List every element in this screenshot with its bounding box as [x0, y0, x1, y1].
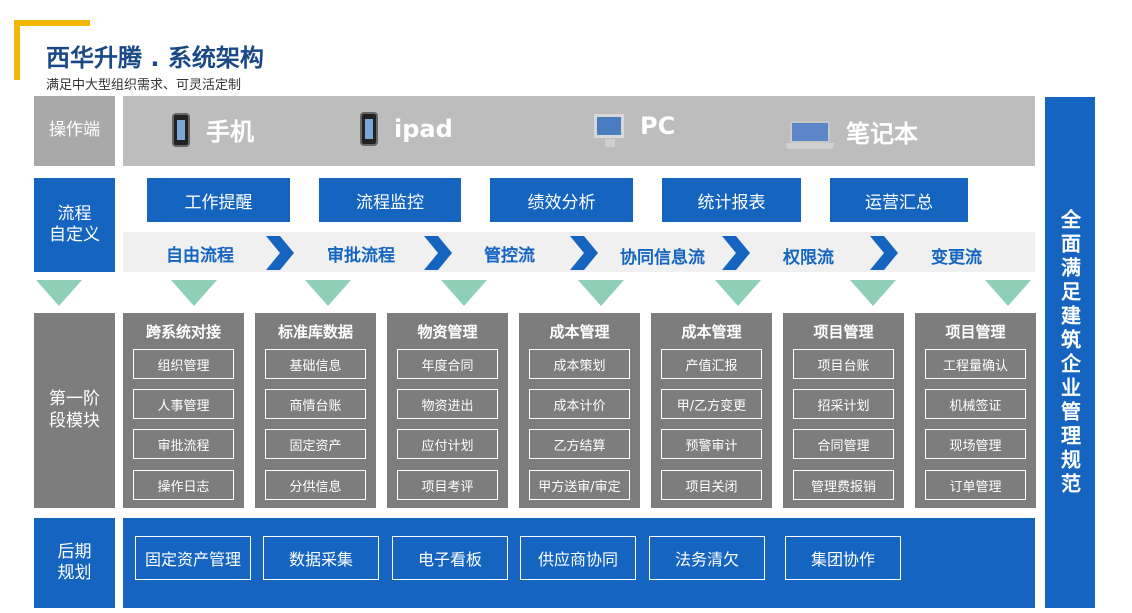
module-item: 工程量确认: [925, 349, 1026, 379]
page-title: 西华升腾 . 系统架构: [46, 44, 264, 72]
future-item: 数据采集: [263, 536, 379, 580]
module-title: 跨系统对接: [145, 323, 221, 341]
flow-label: 协同信息流: [620, 248, 705, 268]
module-title: 标准库数据: [277, 323, 353, 341]
module-item: 操作日志: [133, 470, 234, 500]
row-label-stage1: 第一阶 段模块: [34, 313, 115, 508]
terminal-laptop: 笔记本: [786, 114, 918, 149]
future-item: 集团协作: [785, 536, 901, 580]
right-banner-text: 全面满足建筑企业管理规范: [1057, 208, 1082, 497]
module-item: 商情台账: [265, 389, 366, 419]
down-arrow-icon: [850, 280, 896, 306]
module-item: 分供信息: [265, 470, 366, 500]
page-subtitle: 满足中大型组织需求、可灵活定制: [46, 78, 242, 93]
terminal-phone: 手机: [172, 112, 254, 147]
terminal-ipad: ipad: [360, 112, 453, 146]
pc-monitor-icon: [594, 114, 624, 147]
module-title: 物资管理: [417, 323, 478, 341]
row-label-terminal: 操作端: [34, 96, 115, 166]
module-column: 项目管理 工程量确认 机械签证 现场管理 订单管理: [915, 313, 1036, 508]
module-item: 基础信息: [265, 349, 366, 379]
module-item: 项目考评: [397, 470, 498, 500]
module-item: 现场管理: [925, 429, 1026, 459]
module-item: 项目台账: [793, 349, 894, 379]
module-item: 订单管理: [925, 470, 1026, 500]
module-item: 产值汇报: [661, 349, 762, 379]
module-item: 招采计划: [793, 389, 894, 419]
terminal-label: PC: [640, 112, 676, 140]
ipad-icon: [360, 112, 378, 146]
module-item: 成本策划: [529, 349, 630, 379]
module-item: 预警审计: [661, 429, 762, 459]
flow-label: 审批流程: [327, 246, 395, 266]
down-arrow-icon: [715, 280, 761, 306]
module-item: 机械签证: [925, 389, 1026, 419]
module-item: 审批流程: [133, 429, 234, 459]
flow-label: 权限流: [783, 248, 834, 268]
down-arrow-icon: [171, 280, 217, 306]
terminal-label: 笔记本: [846, 120, 918, 148]
module-column: 物资管理 年度合同 物资进出 应付计划 项目考评: [387, 313, 508, 508]
chevron-right-icon: [570, 236, 598, 270]
down-arrow-icon: [578, 280, 624, 306]
flow-label: 变更流: [931, 248, 982, 268]
process-box: 绩效分析: [490, 178, 633, 222]
terminal-label: 手机: [206, 118, 254, 146]
module-column: 成本管理 成本策划 成本计价 乙方结算 甲方送审/审定: [519, 313, 640, 508]
terminal-label: ipad: [394, 115, 453, 143]
module-item: 年度合同: [397, 349, 498, 379]
module-item: 管理费报销: [793, 470, 894, 500]
module-item: 组织管理: [133, 349, 234, 379]
module-title: 项目管理: [813, 323, 874, 341]
process-box: 统计报表: [662, 178, 801, 222]
module-item: 应付计划: [397, 429, 498, 459]
module-title: 成本管理: [549, 323, 610, 341]
module-item: 乙方结算: [529, 429, 630, 459]
future-panel: [123, 518, 1035, 608]
down-arrow-icon: [36, 280, 82, 306]
future-item: 固定资产管理: [135, 536, 251, 580]
process-box: 工作提醒: [147, 178, 290, 222]
flow-label: 管控流: [484, 246, 535, 266]
module-column: 成本管理 产值汇报 甲/乙方变更 预警审计 项目关闭: [651, 313, 772, 508]
phone-icon: [172, 112, 190, 147]
process-box: 流程监控: [319, 178, 461, 222]
future-item: 电子看板: [392, 536, 508, 580]
module-item: 项目关闭: [661, 470, 762, 500]
process-box: 运营汇总: [830, 178, 968, 222]
module-item: 甲方送审/审定: [529, 470, 630, 500]
module-item: 人事管理: [133, 389, 234, 419]
terminal-panel: [123, 96, 1035, 166]
laptop-icon: [786, 120, 834, 149]
module-item: 成本计价: [529, 389, 630, 419]
module-column: 项目管理 项目台账 招采计划 合同管理 管理费报销: [783, 313, 904, 508]
future-item: 法务清欠: [649, 536, 765, 580]
module-item: 物资进出: [397, 389, 498, 419]
module-title: 项目管理: [945, 323, 1006, 341]
row-label-future: 后期 规划: [34, 518, 115, 608]
row-label-process: 流程 自定义: [34, 178, 115, 272]
right-banner: 全面满足建筑企业管理规范: [1045, 97, 1095, 608]
module-item: 固定资产: [265, 429, 366, 459]
corner-bracket-decoration: [14, 20, 90, 80]
chevron-right-icon: [266, 236, 294, 270]
chevron-right-icon: [870, 236, 898, 270]
module-column: 标准库数据 基础信息 商情台账 固定资产 分供信息: [255, 313, 376, 508]
chevron-right-icon: [722, 236, 750, 270]
module-item: 合同管理: [793, 429, 894, 459]
flow-label: 自由流程: [166, 246, 234, 266]
down-arrow-icon: [305, 280, 351, 306]
down-arrow-icon: [985, 280, 1031, 306]
down-arrow-icon: [441, 280, 487, 306]
terminal-pc: PC: [594, 112, 676, 147]
chevron-right-icon: [424, 236, 452, 270]
module-column: 跨系统对接 组织管理 人事管理 审批流程 操作日志: [123, 313, 244, 508]
module-item: 甲/乙方变更: [661, 389, 762, 419]
module-title: 成本管理: [681, 323, 742, 341]
future-item: 供应商协同: [520, 536, 636, 580]
